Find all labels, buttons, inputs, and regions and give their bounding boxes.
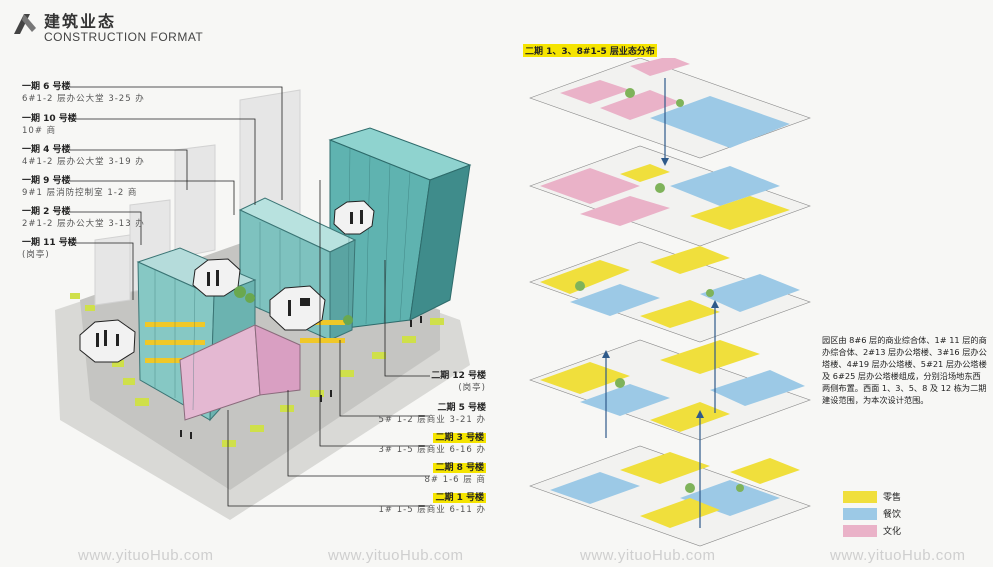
legend: 零售 餐饮 文化: [843, 488, 901, 539]
watermark-text: www.yituoHub.com: [830, 547, 966, 564]
logo-icon: [14, 14, 36, 34]
exploded-floor-plans: [529, 58, 811, 547]
building-desc: (岗亭): [458, 383, 486, 393]
building-name: 一期 2 号楼: [22, 207, 71, 217]
building-name: 一期 11 号楼: [22, 238, 77, 248]
building-axonometric-illustration: [55, 86, 472, 520]
legend-label: 餐饮: [883, 510, 902, 520]
building-name: 一期 9 号楼: [22, 176, 71, 186]
label-phase2-building3: 二期 3 号楼 3# 1-5 层商业 6-16 办: [370, 430, 486, 455]
legend-swatch: [843, 490, 877, 503]
building-desc: 6#1-2 层办公大堂 3-25 办: [22, 94, 145, 104]
building-name: 一期 4 号楼: [22, 145, 71, 155]
legend-label: 文化: [883, 527, 902, 537]
label-phase2-building1: 二期 1 号楼 1# 1-5 层商业 6-11 办: [370, 490, 486, 515]
legend-item-retail: 零售: [843, 488, 901, 505]
floor-1-plan: [529, 445, 811, 547]
building-desc: 1# 1-5 层商业 6-11 办: [378, 505, 486, 515]
building-name: 二期 3 号楼: [433, 433, 486, 443]
watermark-text: www.yituoHub.com: [328, 547, 464, 564]
legend-label: 零售: [883, 493, 902, 503]
floor-distribution-title: 二期 1、3、8#1-5 层业态分布: [523, 44, 657, 57]
building-name: 二期 5 号楼: [437, 403, 486, 413]
label-phase1-building4: 一期 4 号楼 4#1-2 层办公大堂 3-19 办: [22, 142, 145, 167]
floor-3-plan: [529, 241, 811, 343]
label-phase2-building8: 二期 8 号楼 8# 1-6 层 商: [370, 460, 486, 485]
building-name: 二期 12 号楼: [431, 371, 486, 381]
building-desc: (岗亭): [22, 250, 50, 260]
page-title: 建筑业态: [44, 12, 117, 31]
floor-4-plan: [529, 145, 811, 247]
building-desc: 10# 商: [22, 126, 57, 136]
building-name: 二期 8 号楼: [433, 463, 486, 473]
building-desc: 4#1-2 层办公大堂 3-19 办: [22, 157, 145, 167]
floor-5-plan: [529, 58, 811, 159]
building-desc: 9#1 层消防控制室 1-2 商: [22, 188, 138, 198]
label-phase2-building5: 二期 5 号楼 5# 1-2 层商业 3-21 办: [370, 400, 486, 425]
label-phase1-building6: 一期 6 号楼 6#1-2 层办公大堂 3-25 办: [22, 79, 145, 104]
label-phase1-building2: 一期 2 号楼 2#1-2 层办公大堂 3-13 办: [22, 204, 145, 229]
legend-swatch: [843, 507, 877, 520]
building-name: 一期 10 号楼: [22, 114, 77, 124]
building-desc: 3# 1-5 层商业 6-16 办: [378, 445, 486, 455]
building-desc: 5# 1-2 层商业 3-21 办: [378, 415, 486, 425]
page-subtitle: CONSTRUCTION FORMAT: [44, 30, 204, 44]
label-phase1-building11: 一期 11 号楼 (岗亭): [22, 235, 77, 260]
building-name: 一期 6 号楼: [22, 82, 71, 92]
label-phase1-building10: 一期 10 号楼 10# 商: [22, 111, 77, 136]
legend-item-dining: 餐饮: [843, 505, 901, 522]
building-name: 二期 1 号楼: [433, 493, 486, 503]
label-phase2-building12: 二期 12 号楼 (岗亭): [370, 368, 486, 393]
label-phase1-building9: 一期 9 号楼 9#1 层消防控制室 1-2 商: [22, 173, 137, 198]
watermark-text: www.yituoHub.com: [78, 547, 214, 564]
watermark-text: www.yituoHub.com: [580, 547, 716, 564]
legend-item-culture: 文化: [843, 522, 901, 539]
project-description: 园区由 8#6 层的商业综合体、1# 11 层的商办综合体、2#13 层办公塔楼…: [822, 335, 987, 405]
building-desc: 2#1-2 层办公大堂 3-13 办: [22, 219, 145, 229]
legend-swatch: [843, 524, 877, 537]
floor-2-plan: [529, 339, 811, 441]
building-desc: 8# 1-6 层 商: [424, 475, 486, 485]
